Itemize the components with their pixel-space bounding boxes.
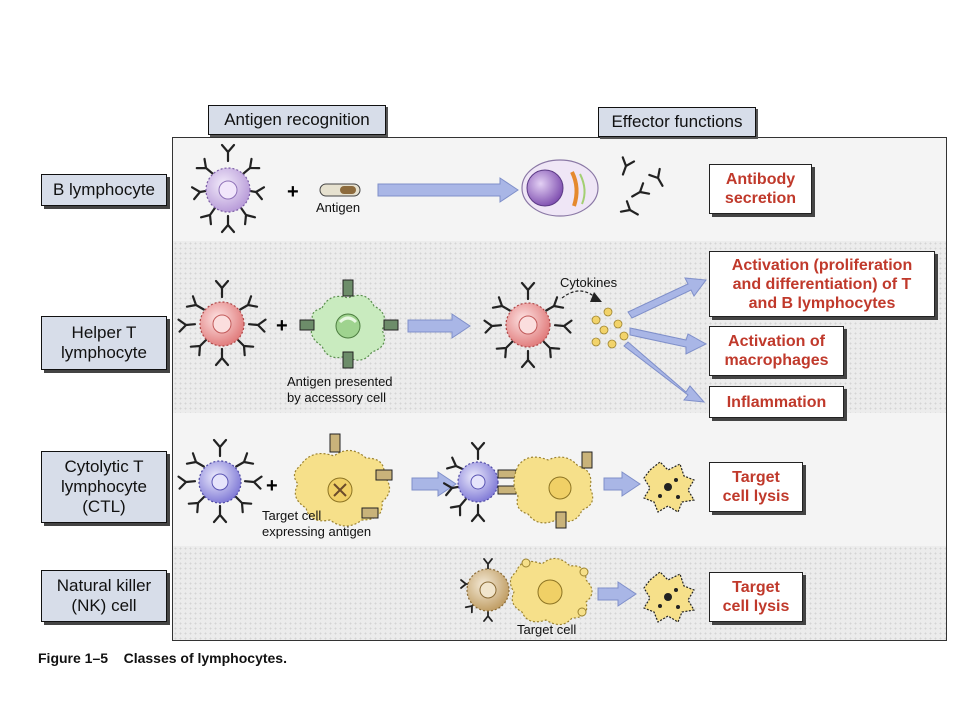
- class-nk: Natural killer (NK) cell: [41, 570, 167, 622]
- helper-t-cell: [177, 279, 267, 367]
- effect-activation-lymphocytes: Activation (proliferation and differenti…: [709, 251, 935, 317]
- cytokine-dots: [591, 307, 629, 349]
- header-effector-functions: Effector functions: [598, 107, 756, 137]
- cytokine-arrow: [561, 290, 597, 299]
- effect-activation-macrophages: Activation of macrophages: [709, 326, 844, 376]
- effect-antibody-secretion: Antibody secretion: [709, 164, 812, 214]
- arrow-ctl-row-2: [603, 471, 641, 497]
- ctl-conjugate: [442, 441, 594, 529]
- label-cytokines: Cytokines: [560, 275, 618, 290]
- figure-caption: Figure 1–5 Classes of lymphocytes.: [38, 650, 287, 666]
- secreted-antibodies: [616, 156, 669, 221]
- plus-sign-b: +: [287, 181, 299, 203]
- arrow-b-row: [377, 177, 519, 203]
- effect-target-lysis-nk: Target cell lysis: [709, 572, 803, 622]
- arrow-helper-row: [407, 313, 471, 339]
- plus-sign-helper: +: [276, 315, 288, 337]
- ctl-cell: [177, 438, 263, 524]
- label-antigen-presented: Antigen presented by accessory cell: [287, 374, 393, 405]
- plasma-cell: [521, 159, 599, 217]
- antigen-icon: [319, 183, 361, 197]
- arrow-nk-row: [597, 581, 637, 607]
- arrow-ctl-row-1: [411, 471, 457, 497]
- effect-target-lysis-ctl: Target cell lysis: [709, 462, 803, 512]
- label-antigen: Antigen: [316, 200, 361, 215]
- accessory-cell: [299, 279, 399, 369]
- effect-inflammation: Inflammation: [709, 386, 844, 418]
- target-cell-nk: [509, 557, 593, 626]
- class-ctl: Cytolytic T lymphocyte (CTL): [41, 451, 167, 523]
- lysed-cell-ctl: [643, 461, 695, 513]
- class-b-lymphocyte: B lymphocyte: [41, 174, 167, 206]
- class-helper-t: Helper T lymphocyte: [41, 316, 167, 370]
- fan-arrows: [623, 277, 708, 403]
- activated-helper-t-cell: [483, 281, 573, 369]
- lysed-cell-nk: [643, 571, 695, 623]
- label-target-expressing: Target cell expressing antigen: [262, 508, 372, 539]
- b-lymphocyte-cell: [190, 143, 266, 234]
- nk-cell: [460, 558, 510, 622]
- target-cell-ctl: [293, 433, 393, 527]
- cytokine-arrowhead: [590, 292, 602, 302]
- label-target-cell: Target cell: [517, 622, 577, 637]
- header-antigen-recognition: Antigen recognition: [208, 105, 386, 135]
- plus-sign-ctl: +: [266, 475, 278, 497]
